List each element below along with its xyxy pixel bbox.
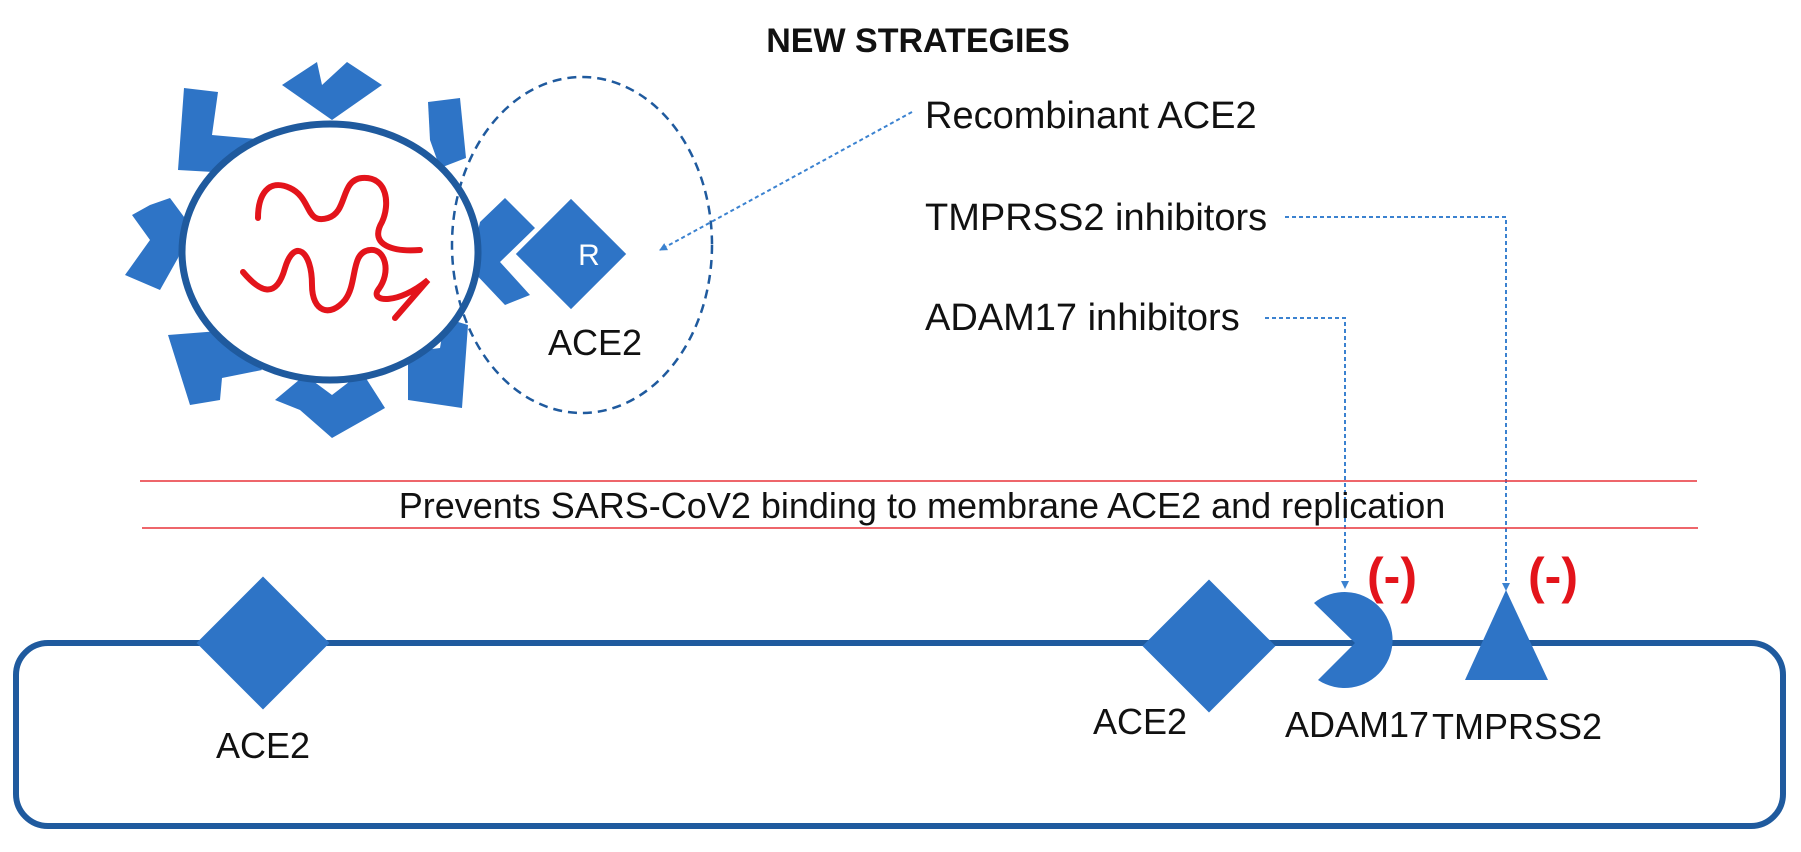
membrane-ace2-left <box>196 576 330 710</box>
adam17-label: ADAM17 <box>1285 704 1429 745</box>
spike-bottom <box>275 372 385 438</box>
tmprss2-inhibitor-arrow <box>1285 216 1510 591</box>
adam17-inhibitors-label: ADAM17 inhibitors <box>925 297 1240 339</box>
recombinant-ace2-label: Recombinant ACE2 <box>925 95 1257 137</box>
spike-proteins <box>125 62 535 438</box>
tmprss2-label: TMPRSS2 <box>1432 706 1602 747</box>
adam17-protease <box>1314 592 1393 689</box>
spike-top <box>282 62 382 120</box>
cell-membrane <box>13 640 1786 829</box>
spike-right <box>470 198 535 305</box>
membrane-ace2-right <box>1142 579 1276 713</box>
tmprss2-protease <box>1465 590 1548 680</box>
receptor-letter: R <box>578 239 600 272</box>
recombinant-ace2-receptor <box>515 198 627 310</box>
membrane-ace2-left-label: ACE2 <box>216 725 310 766</box>
spike-left <box>125 198 190 290</box>
viral-rna <box>240 174 431 321</box>
virus-envelope <box>178 120 482 384</box>
virus-particle <box>125 62 535 438</box>
spike-top-right <box>428 98 466 168</box>
recombinant-ace2-arrow <box>659 111 913 251</box>
membrane-ace2-right-label: ACE2 <box>1093 701 1187 742</box>
tmprss2-inhibition-mark: (-) <box>1528 548 1578 604</box>
adam17-inhibitor-arrow <box>1265 317 1349 589</box>
bound-ace2-label: ACE2 <box>548 322 642 363</box>
tmprss2-inhibitors-label: TMPRSS2 inhibitors <box>925 197 1267 239</box>
effect-statement: Prevents SARS-CoV2 binding to membrane A… <box>399 485 1446 526</box>
binding-region-outline <box>450 75 714 415</box>
spike-bottom-right <box>408 318 468 408</box>
diagram-title: NEW STRATEGIES <box>766 22 1070 60</box>
adam17-inhibition-mark: (-) <box>1367 548 1417 604</box>
